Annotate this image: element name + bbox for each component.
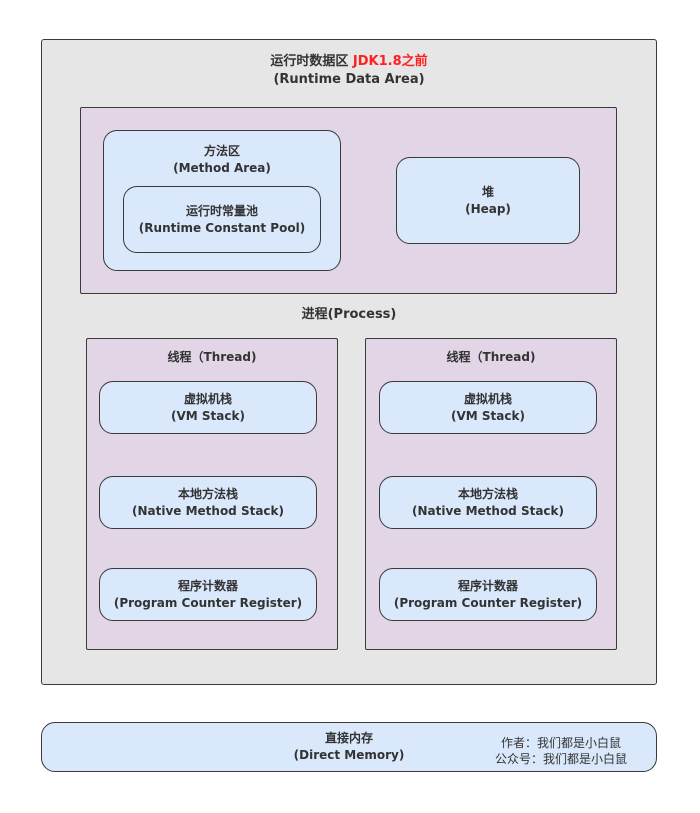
method-area-label-cn: 方法区 bbox=[203, 144, 240, 158]
direct-memory-label-cn: 直接内存 bbox=[324, 731, 373, 745]
heap: 堆 (Heap) bbox=[396, 157, 580, 244]
runtime-data-area-title-en: (Runtime Data Area) bbox=[273, 72, 425, 87]
pc-register-label-en: (Program Counter Register) bbox=[113, 595, 303, 610]
method-area-label-en: (Method Area) bbox=[173, 161, 271, 175]
runtime-constant-pool-label-en: (Runtime Constant Pool) bbox=[138, 220, 306, 235]
thread-1-vm-stack: 虚拟机栈 (VM Stack) bbox=[99, 381, 317, 434]
thread-2-vm-stack: 虚拟机栈 (VM Stack) bbox=[379, 381, 597, 434]
direct-memory-label-en: (Direct Memory) bbox=[293, 748, 405, 762]
runtime-data-area-title-cn: 运行时数据区 bbox=[270, 54, 349, 69]
direct-memory: 直接内存 (Direct Memory) bbox=[41, 722, 657, 772]
vm-stack-label-cn: 虚拟机栈 bbox=[463, 391, 512, 406]
thread-1-native-method-stack: 本地方法栈 (Native Method Stack) bbox=[99, 476, 317, 529]
runtime-constant-pool-label-cn: 运行时常量池 bbox=[185, 203, 258, 218]
jdk-version-label: JDK1.8之前 bbox=[352, 54, 428, 69]
native-stack-label-cn: 本地方法栈 bbox=[177, 486, 238, 501]
thread-1-label: 线程（Thread) bbox=[167, 350, 257, 364]
heap-label-cn: 堆 bbox=[481, 184, 494, 199]
vm-stack-label-cn: 虚拟机栈 bbox=[183, 391, 232, 406]
process-label-text: 进程(Process) bbox=[301, 307, 397, 322]
native-stack-label-cn: 本地方法栈 bbox=[457, 486, 518, 501]
pc-register-label-cn: 程序计数器 bbox=[457, 578, 518, 593]
native-stack-label-en: (Native Method Stack) bbox=[131, 503, 285, 518]
author-credit: 作者：我们都是小白鼠 公众号：我们都是小白鼠 bbox=[486, 735, 636, 767]
thread-2-native-method-stack: 本地方法栈 (Native Method Stack) bbox=[379, 476, 597, 529]
runtime-data-area-title: 运行时数据区 JDK1.8之前 (Runtime Data Area) bbox=[41, 53, 657, 89]
process-label: 进程(Process) bbox=[41, 306, 657, 324]
native-stack-label-en: (Native Method Stack) bbox=[411, 503, 565, 518]
thread-2-label: 线程（Thread) bbox=[446, 350, 536, 364]
thread-2-pc-register: 程序计数器 (Program Counter Register) bbox=[379, 568, 597, 621]
heap-label-en: (Heap) bbox=[465, 201, 511, 216]
vm-stack-label-en: (VM Stack) bbox=[451, 408, 525, 423]
public-account-line: 公众号：我们都是小白鼠 bbox=[494, 752, 627, 766]
pc-register-label-en: (Program Counter Register) bbox=[393, 595, 583, 610]
thread-1-pc-register: 程序计数器 (Program Counter Register) bbox=[99, 568, 317, 621]
author-line: 作者：我们都是小白鼠 bbox=[500, 736, 621, 750]
runtime-constant-pool: 运行时常量池 (Runtime Constant Pool) bbox=[123, 186, 321, 253]
pc-register-label-cn: 程序计数器 bbox=[177, 578, 238, 593]
vm-stack-label-en: (VM Stack) bbox=[171, 408, 245, 423]
